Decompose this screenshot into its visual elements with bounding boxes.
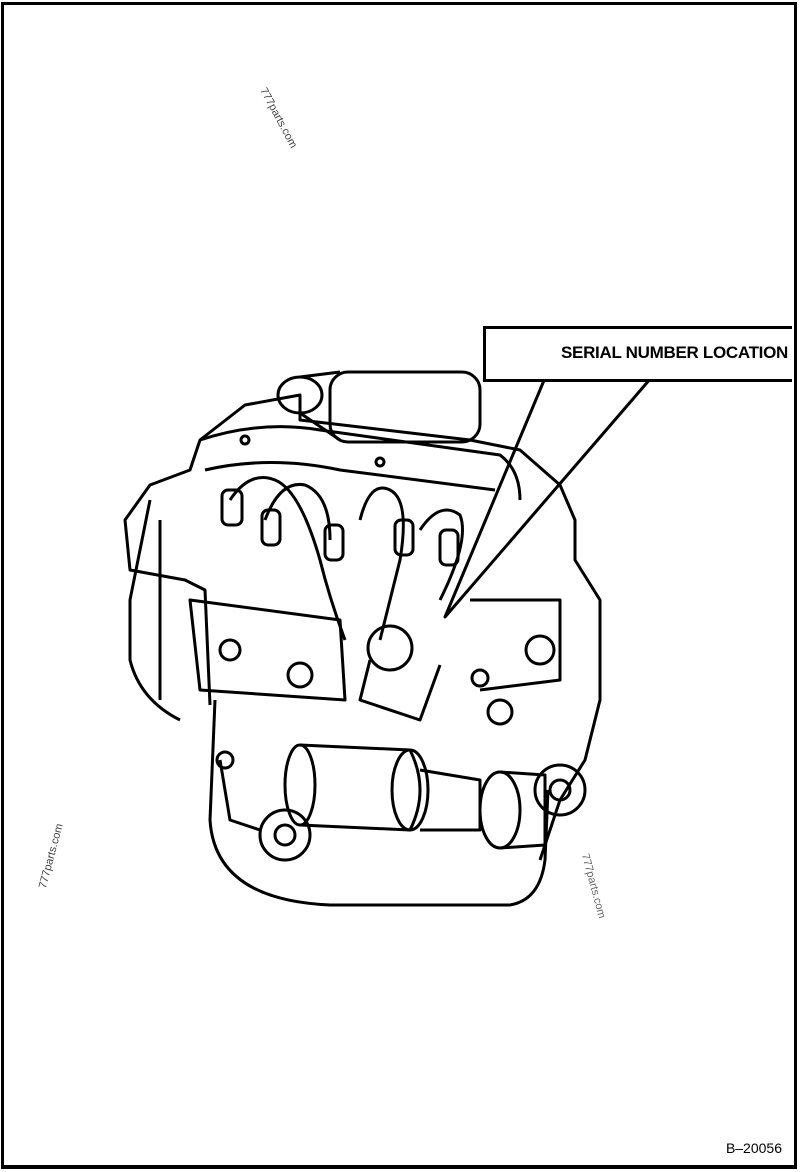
callout-label: SERIAL NUMBER LOCATION bbox=[561, 343, 788, 362]
figure-id: B–20056 bbox=[725, 1140, 782, 1156]
serial-number-callout: SERIAL NUMBER LOCATION bbox=[483, 326, 792, 382]
